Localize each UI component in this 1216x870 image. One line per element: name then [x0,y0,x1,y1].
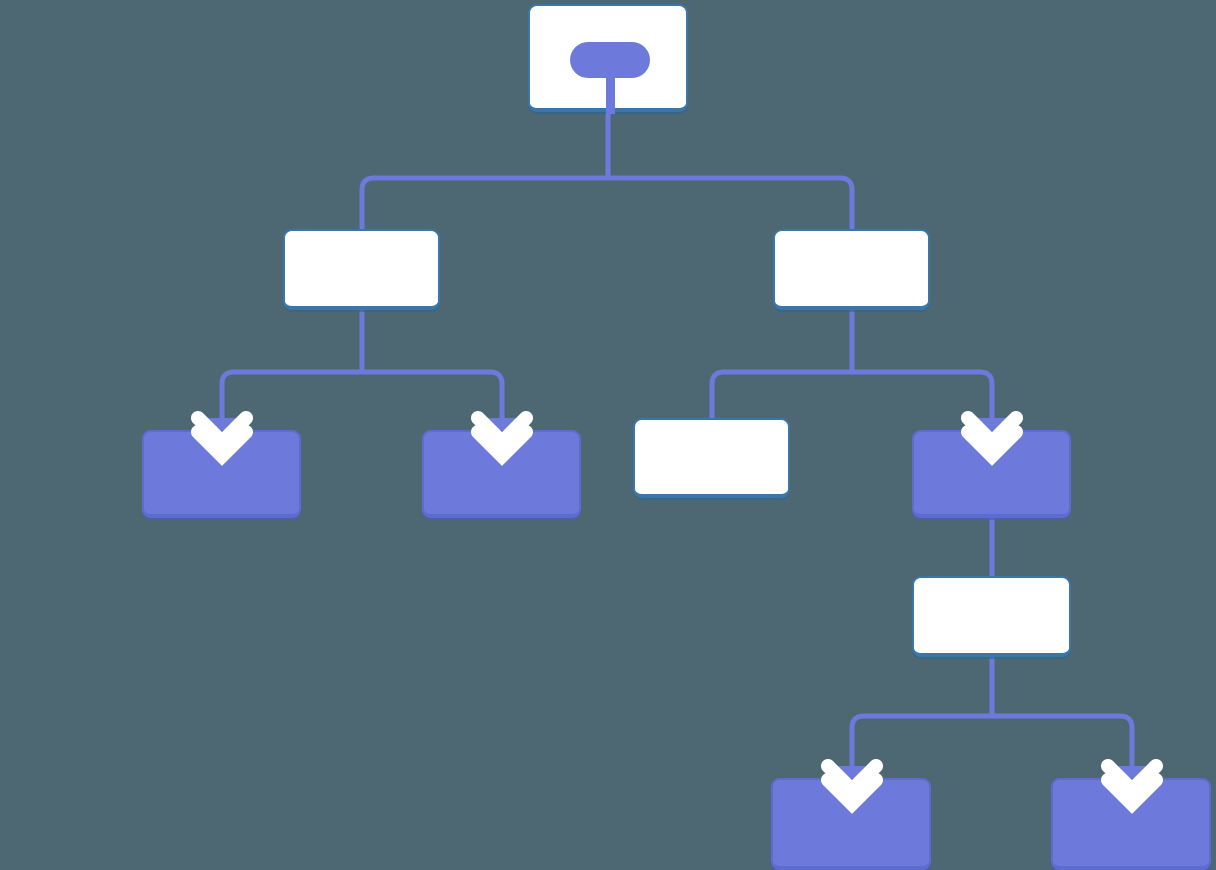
edge-nr-to-nr1 [709,310,855,418]
node-right-child-2[interactable] [912,430,1071,518]
edge-nr2a-to-nb1 [849,657,995,782]
edge-nr-to-nr2 [849,310,995,434]
edge-nl-to-nl1 [219,310,365,434]
node-root[interactable] [528,4,688,114]
node-left[interactable] [283,229,440,310]
node-left-child-1[interactable] [142,430,301,518]
node-right[interactable] [773,229,930,310]
node-bottom-1[interactable] [771,778,931,870]
node-right-grandchild[interactable] [912,576,1071,657]
node-bottom-2[interactable] [1051,778,1211,870]
edge-nl-to-nl2 [359,310,505,434]
root-pill-stem [606,70,615,114]
edge-nr2a-to-nb2 [989,657,1135,782]
node-right-child-1[interactable] [633,418,790,498]
edge-root-right [605,108,855,232]
edge-root-left [359,108,611,232]
node-left-child-2[interactable] [422,430,581,518]
